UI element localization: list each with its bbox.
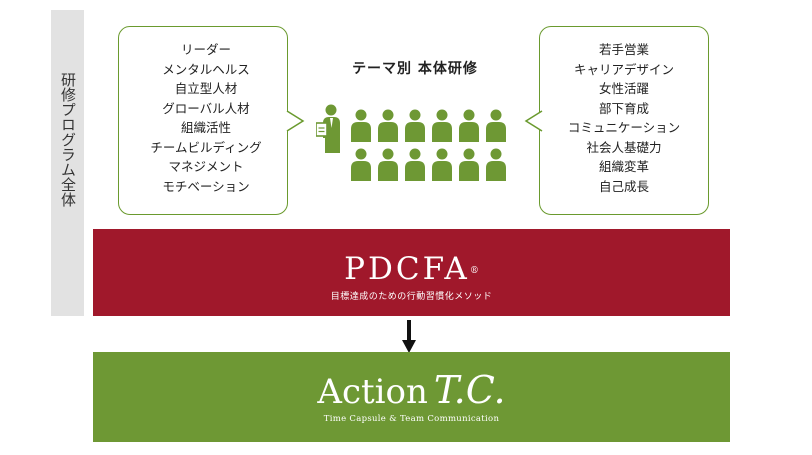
list-item: 若手営業 xyxy=(598,42,649,57)
pdcfa-logo: PDCFA® xyxy=(93,251,730,287)
participant-icon xyxy=(486,109,506,142)
pdcfa-band: PDCFA® 目標達成のための行動習慣化メソッド xyxy=(93,229,730,316)
list-item: メンタルヘルス xyxy=(162,61,250,77)
list-item: 社会人基礎力 xyxy=(586,139,662,155)
participant-icon xyxy=(432,148,452,181)
action-title: Action xyxy=(317,372,428,412)
action-tc-subtitle: Time Capsule & Team Communication xyxy=(323,414,500,424)
left-theme-bubble: リーダー メンタルヘルス 自立型人材 グローバル人材 組織活性 チームビルディン… xyxy=(118,26,288,215)
participant-icon xyxy=(378,109,398,142)
program-overall-bar: 研修プログラム全体 xyxy=(51,10,84,316)
action-tc-mark: T.C. xyxy=(433,368,506,412)
participant-icon xyxy=(459,148,479,181)
registered-mark: ® xyxy=(469,266,479,276)
participant-icon xyxy=(405,109,425,142)
pdcfa-title: PDCFA xyxy=(344,251,470,287)
participant-icon xyxy=(459,109,479,142)
participant-icon xyxy=(432,109,452,142)
participant-icon xyxy=(351,109,371,142)
list-item: リーダー xyxy=(180,42,231,57)
program-overall-label: 研修プログラム全体 xyxy=(59,72,77,207)
instructor-icon xyxy=(316,104,340,153)
participant-icon xyxy=(378,148,398,181)
down-arrow-icon xyxy=(402,320,416,353)
theme-training-title: テーマ別 本体研修 xyxy=(352,61,478,77)
list-item: 組織活性 xyxy=(180,120,231,135)
right-theme-list: 若手営業 キャリアデザイン 女性活躍 部下育成 コミュニケーション 社会人基礎力… xyxy=(540,27,708,196)
list-item: モチベーション xyxy=(162,178,250,194)
left-theme-list: リーダー メンタルヘルス 自立型人材 グローバル人材 組織活性 チームビルディン… xyxy=(119,27,287,196)
participant-icon xyxy=(486,148,506,181)
list-item: 部下育成 xyxy=(598,100,649,116)
list-item: 女性活躍 xyxy=(598,81,649,96)
left-bubble-tail xyxy=(286,110,305,132)
right-theme-bubble: 若手営業 キャリアデザイン 女性活躍 部下育成 コミュニケーション 社会人基礎力… xyxy=(539,26,709,215)
list-item: コミュニケーション xyxy=(567,120,681,135)
participant-icon xyxy=(351,148,371,181)
list-item: チームビルディング xyxy=(150,139,262,155)
training-group-illustration xyxy=(316,104,506,181)
list-item: マネジメント xyxy=(168,159,244,174)
list-item: キャリアデザイン xyxy=(573,61,674,77)
right-bubble-tail xyxy=(524,110,543,132)
participant-icon xyxy=(405,148,425,181)
list-item: 自己成長 xyxy=(598,178,649,194)
list-item: 組織変革 xyxy=(598,159,649,174)
list-item: 自立型人材 xyxy=(174,81,238,96)
pdcfa-subtitle: 目標達成のための行動習慣化メソッド xyxy=(330,292,493,302)
list-item: グローバル人材 xyxy=(162,100,250,116)
